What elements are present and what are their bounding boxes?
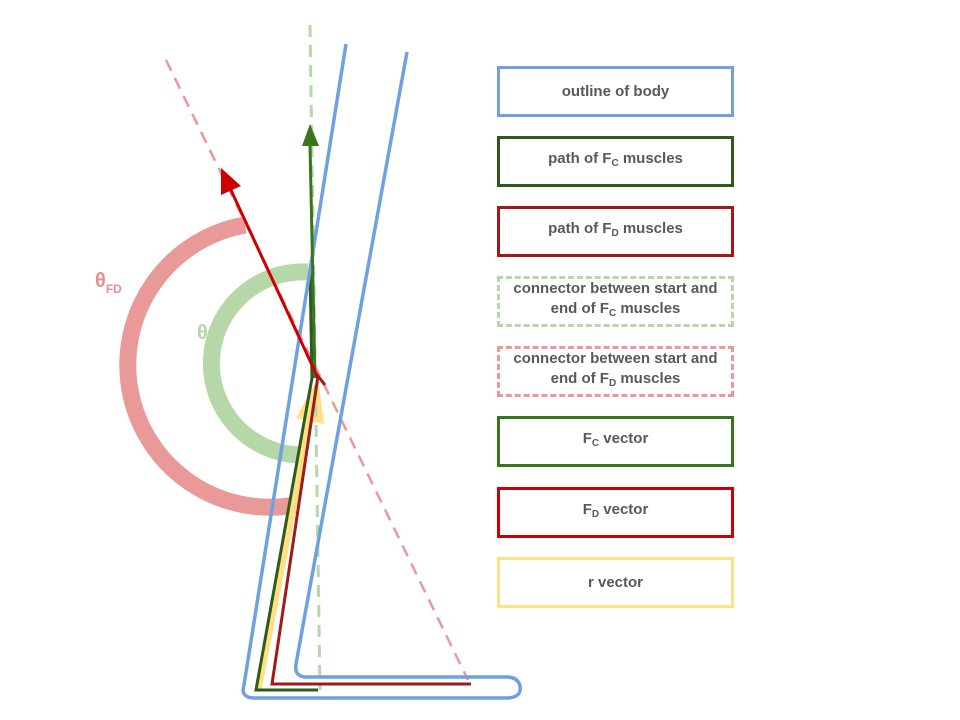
legend-fc-connector-text: connector between start and end of FC mus… xyxy=(513,279,717,324)
legend-fc-path-sub: C xyxy=(611,158,619,169)
fd-vector-shaft xyxy=(228,187,320,379)
legend-fc-vector-text: FC vector xyxy=(583,429,649,454)
legend-fd-connector-pre: end of F xyxy=(550,370,609,387)
body-outline xyxy=(241,43,522,700)
theta-fd-subscript: FD xyxy=(105,282,122,296)
legend-fd-connector-line1: connector between start and xyxy=(513,350,718,367)
theta-fc-subscript: FC xyxy=(207,334,224,348)
legend-r-vector: r vector xyxy=(497,557,734,608)
legend-fc-connector-pre: end of F xyxy=(550,300,609,317)
legend-r-vector-text: r vector xyxy=(587,573,644,591)
legend-fd-connector: connector between start and end of FD mus… xyxy=(497,346,734,397)
theta-fc-symbol: θ xyxy=(197,322,208,344)
theta-fc-label: θFC xyxy=(197,322,224,348)
legend-fd-connector-text: connector between start and end of FD mus… xyxy=(513,349,717,394)
theta-fd-symbol: θ xyxy=(95,270,106,292)
legend-fd-path-text: path of FD muscles xyxy=(548,219,683,244)
legend-fd-vector-post: vector xyxy=(599,501,649,518)
legend-fd-connector-sub: D xyxy=(608,378,617,389)
theta-fd-arc xyxy=(119,216,297,516)
legend-fc-path-post: muscles xyxy=(618,150,683,167)
fd-muscle-path xyxy=(270,372,471,686)
fd-connector xyxy=(164,59,470,681)
legend-fc-path: path of FC muscles xyxy=(497,136,734,187)
legend-fc-connector-line1: connector between start and xyxy=(513,280,718,297)
legend-fc-connector-sub: C xyxy=(608,308,617,319)
legend-fd-vector-sub: D xyxy=(591,509,600,520)
fc-vector-shaft xyxy=(308,144,317,379)
legend-fd-vector-pre: F xyxy=(582,501,592,518)
legend-fc-path-text: path of FC muscles xyxy=(548,149,683,174)
legend-fc-vector-post: vector xyxy=(599,430,649,447)
fc-muscle-path xyxy=(254,269,318,692)
legend-fc-connector-post: muscles xyxy=(616,300,681,317)
legend-body-outline: outline of body xyxy=(497,66,734,117)
legend-fd-vector-text: FD vector xyxy=(583,500,649,525)
legend-body-outline-text: outline of body xyxy=(561,82,670,100)
fd-vector-arrowhead xyxy=(221,168,241,195)
theta-fd-label: θFD xyxy=(95,270,122,296)
legend-fc-vector-pre: F xyxy=(582,430,592,447)
r-vector-shaft xyxy=(254,407,316,691)
legend-fd-path-pre: path of F xyxy=(548,220,612,237)
theta-fc-arc xyxy=(202,263,309,464)
legend-fc-path-pre: path of F xyxy=(548,150,612,167)
legend-fd-connector-post: muscles xyxy=(616,370,681,387)
legend-fc-vector: FC vector xyxy=(497,416,734,467)
legend-fd-path-sub: D xyxy=(611,228,619,239)
legend-fc-vector-sub: C xyxy=(591,438,600,449)
legend-fd-path: path of FD muscles xyxy=(497,206,734,257)
fc-vector-arrowhead xyxy=(302,124,319,146)
legend-fc-connector: connector between start and end of FC mus… xyxy=(497,276,734,327)
legend-fd-path-post: muscles xyxy=(618,220,683,237)
legend-fd-vector: FD vector xyxy=(497,487,734,538)
